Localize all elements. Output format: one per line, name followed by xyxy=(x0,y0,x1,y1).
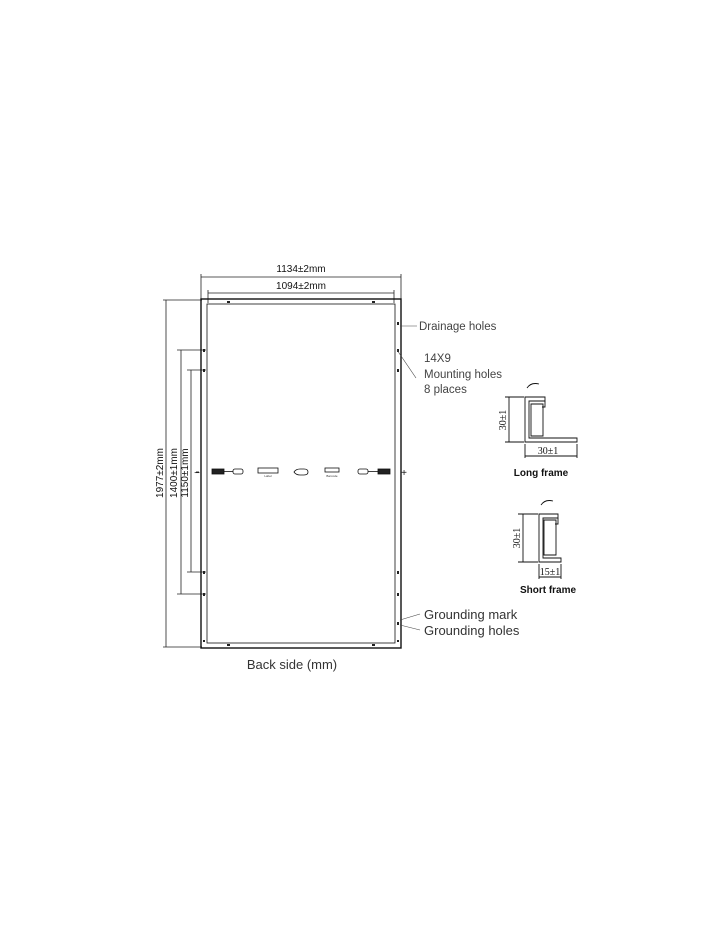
cable-assembly xyxy=(196,467,391,476)
short-frame-height-label: 30±1 xyxy=(512,528,523,549)
width-dimensions xyxy=(200,274,402,303)
outer-width-label: 1134±2mm xyxy=(276,264,325,275)
long-frame-height-label: 30±1 xyxy=(498,410,509,431)
junction-barcode-tag: Barcode xyxy=(326,474,338,478)
grounding-mark-label: Grounding mark xyxy=(424,607,518,622)
mount-places-label: 8 places xyxy=(424,384,467,396)
drainage-holes-label: Drainage holes xyxy=(419,321,497,333)
height-dimensions xyxy=(163,299,206,648)
junction-label-tag: Label xyxy=(264,474,272,478)
short-frame-caption: Short frame xyxy=(520,585,577,596)
long-frame-profile xyxy=(505,383,578,458)
callout-leaders xyxy=(396,325,421,631)
minus-terminal: − xyxy=(194,468,200,479)
frame-holes xyxy=(203,301,399,646)
mounting-holes-label: Mounting holes xyxy=(424,369,502,381)
inner-width-label: 1094±2mm xyxy=(276,281,326,292)
long-frame-width-label: 30±1 xyxy=(538,446,559,457)
short-frame-width-label: 15±1 xyxy=(540,567,561,578)
mount-count-label: 14X9 xyxy=(424,353,451,365)
long-frame-caption: Long frame xyxy=(514,468,569,479)
module-frame xyxy=(200,298,402,649)
grounding-holes-label: Grounding holes xyxy=(424,623,520,638)
drawing-caption: Back side (mm) xyxy=(247,657,337,672)
height-label: 1977±2mm xyxy=(155,448,166,498)
short-frame-profile xyxy=(518,500,562,579)
plus-terminal: + xyxy=(401,468,407,479)
mount-spacing-2-label: 1150±1mm xyxy=(180,448,191,497)
mount-spacing-1-label: 1400±1mm xyxy=(169,448,180,498)
